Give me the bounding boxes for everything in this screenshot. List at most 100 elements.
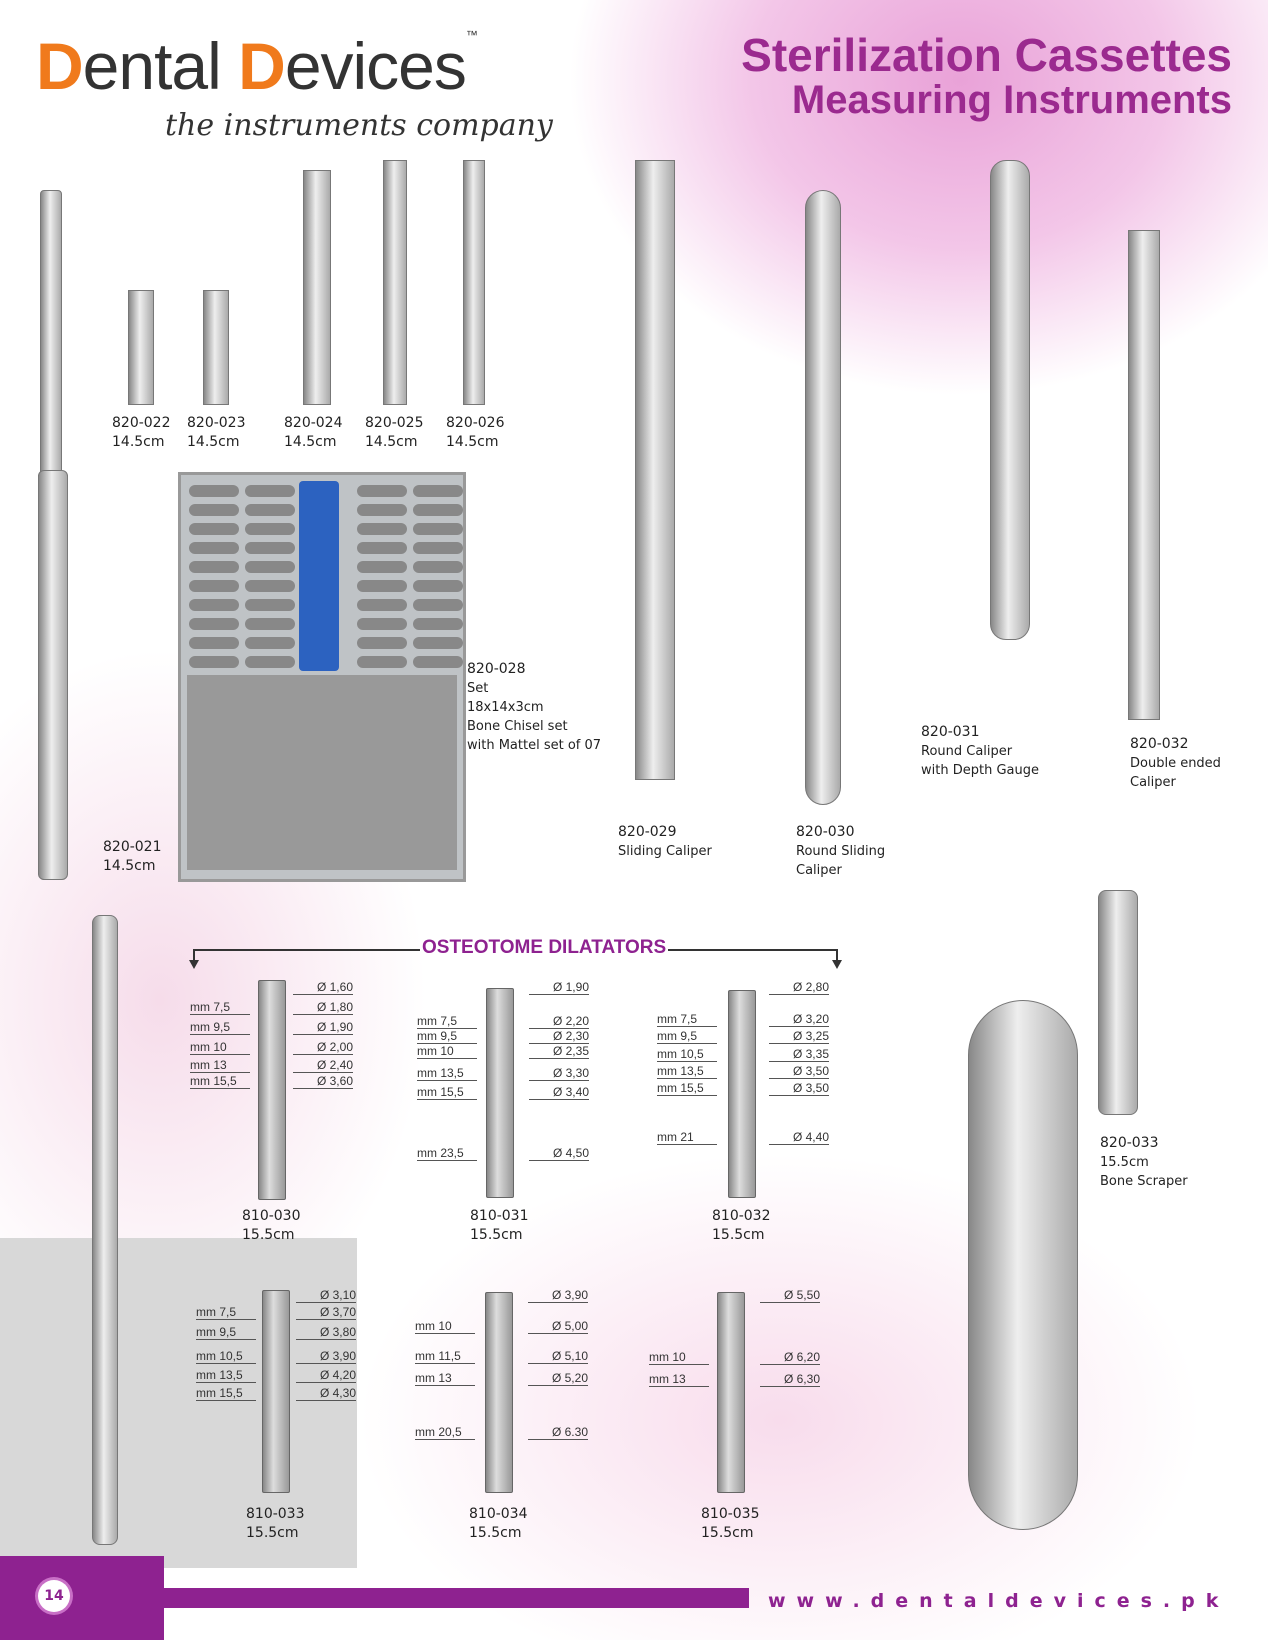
cassette-slot [413, 561, 463, 573]
cassette-slot [245, 618, 295, 630]
dilator-depth-label: mm 13,5 [196, 1368, 256, 1383]
dilator-diameter-label: Ø 6.30 [528, 1425, 588, 1440]
dilator-depth-label: mm 9,5 [657, 1029, 717, 1044]
dilator-diameter-label: Ø 1,90 [529, 980, 589, 995]
dilator-depth-label: mm 15,5 [417, 1085, 477, 1100]
cassette-slot [189, 656, 239, 668]
dilator-diameter-label: Ø 5,10 [528, 1349, 588, 1364]
cassette-slot [357, 542, 407, 554]
dilator-810-033-label: 810-033 15.5cm [246, 1505, 305, 1543]
dilator-diameter-label: Ø 1,90 [293, 1020, 353, 1035]
page-number-box [0, 1556, 164, 1640]
arrow-down-icon [832, 960, 842, 969]
chisel-820-023-image [203, 290, 229, 405]
cassette-slot [245, 561, 295, 573]
page-title: Sterilization Cassettes [741, 29, 1232, 81]
dilator-size: 15.5cm [246, 1525, 299, 1541]
dilator-depth-label: mm 13 [190, 1058, 250, 1073]
dilator-depth-label: mm 10,5 [196, 1349, 256, 1364]
dilator-diameter-label: Ø 6,20 [760, 1350, 820, 1365]
round-caliper-depth-image [990, 160, 1030, 640]
bone-scraper-820-033-image [1098, 890, 1138, 1115]
cassette-slot [413, 485, 463, 497]
dilator-diameter-label: Ø 3,25 [769, 1029, 829, 1044]
dilator-depth-label: mm 15,5 [190, 1074, 250, 1089]
grey-panel [0, 1238, 357, 1568]
dilator-depth-label: mm 10,5 [657, 1047, 717, 1062]
dilator-code: 810-033 [246, 1506, 305, 1522]
dilator-depth-label: mm 9,5 [196, 1325, 256, 1340]
cassette-slot [245, 580, 295, 592]
cassette-slot [357, 523, 407, 535]
cassette-slot [357, 599, 407, 611]
dilator-diameter-label: Ø 3,20 [769, 1012, 829, 1027]
cassette-slot [413, 618, 463, 630]
dilator-810-033-image [262, 1290, 290, 1493]
dilator-diameter-label: Ø 6,30 [760, 1372, 820, 1387]
dilator-depth-label: mm 7,5 [190, 1000, 250, 1015]
bracket-tick [836, 949, 838, 961]
chisel-820-026-image [463, 160, 485, 405]
website-link[interactable]: www.dentaldevices.pk [768, 1590, 1230, 1612]
dilator-diameter-label: Ø 3,90 [528, 1288, 588, 1303]
dilator-diameter-label: Ø 5,00 [528, 1319, 588, 1334]
dilator-diameter-label: Ø 3,70 [296, 1305, 356, 1320]
cassette-slot [245, 542, 295, 554]
cassette-slot [189, 599, 239, 611]
dilator-size: 15.5cm [470, 1227, 523, 1243]
dilator-diameter-label: Ø 4,40 [769, 1130, 829, 1145]
dilator-diameter-label: Ø 3,60 [293, 1074, 353, 1089]
chisel-handle [38, 470, 68, 880]
cassette-slot [245, 599, 295, 611]
dilator-depth-label: mm 9,5 [190, 1020, 250, 1035]
dilator-depth-label: mm 7,5 [657, 1012, 717, 1027]
dilator-810-032-image [728, 990, 756, 1198]
dilator-diameter-label: Ø 3,90 [296, 1349, 356, 1364]
dilator-diameter-label: Ø 3,50 [769, 1081, 829, 1096]
chisel-820-022-image [128, 290, 154, 405]
cassette-slot [245, 523, 295, 535]
cassette-slot [189, 504, 239, 516]
arrow-down-icon [189, 960, 199, 969]
dilator-depth-label: mm 13,5 [657, 1064, 717, 1079]
dilator-diameter-label: Ø 2,80 [769, 980, 829, 995]
cassette-820-028-image [178, 472, 466, 882]
dilator-size: 15.5cm [242, 1227, 295, 1243]
bone-scraper-handle-image [968, 1000, 1078, 1530]
dilator-diameter-label: Ø 3,40 [529, 1085, 589, 1100]
cassette-slot [413, 599, 463, 611]
osteotome-heading: OSTEOTOME DILATATORS [420, 937, 669, 958]
dilator-diameter-label: Ø 2,30 [529, 1029, 589, 1044]
dilator-diameter-label: Ø 5,50 [760, 1288, 820, 1303]
cassette-slot [413, 637, 463, 649]
tagline: the instruments company [165, 108, 553, 143]
cassette-slot [189, 542, 239, 554]
dilator-code: 810-030 [242, 1208, 301, 1224]
dilator-diameter-label: Ø 4,30 [296, 1386, 356, 1401]
cassette-slot [357, 504, 407, 516]
dilator-diameter-label: Ø 2,20 [529, 1014, 589, 1029]
cassette-slot [413, 523, 463, 535]
dilator-diameter-label: Ø 3,10 [296, 1288, 356, 1303]
cassette-slot [245, 656, 295, 668]
dilator-size: 15.5cm [701, 1525, 754, 1541]
cassette-slot [189, 637, 239, 649]
dilator-810-030-image [258, 980, 286, 1200]
logo-word-devices: Devices [238, 29, 467, 103]
dilator-810-030-label: 810-030 15.5cm [242, 1207, 301, 1245]
cassette-slot [189, 618, 239, 630]
dilator-810-031-image [486, 988, 514, 1198]
chisel-820-025-image [383, 160, 407, 405]
page-number: 14 [38, 1580, 70, 1612]
dilator-810-034-image [485, 1292, 513, 1493]
cassette-slot [357, 561, 407, 573]
dilator-depth-label: mm 7,5 [417, 1014, 477, 1029]
cassette-slot [357, 580, 407, 592]
